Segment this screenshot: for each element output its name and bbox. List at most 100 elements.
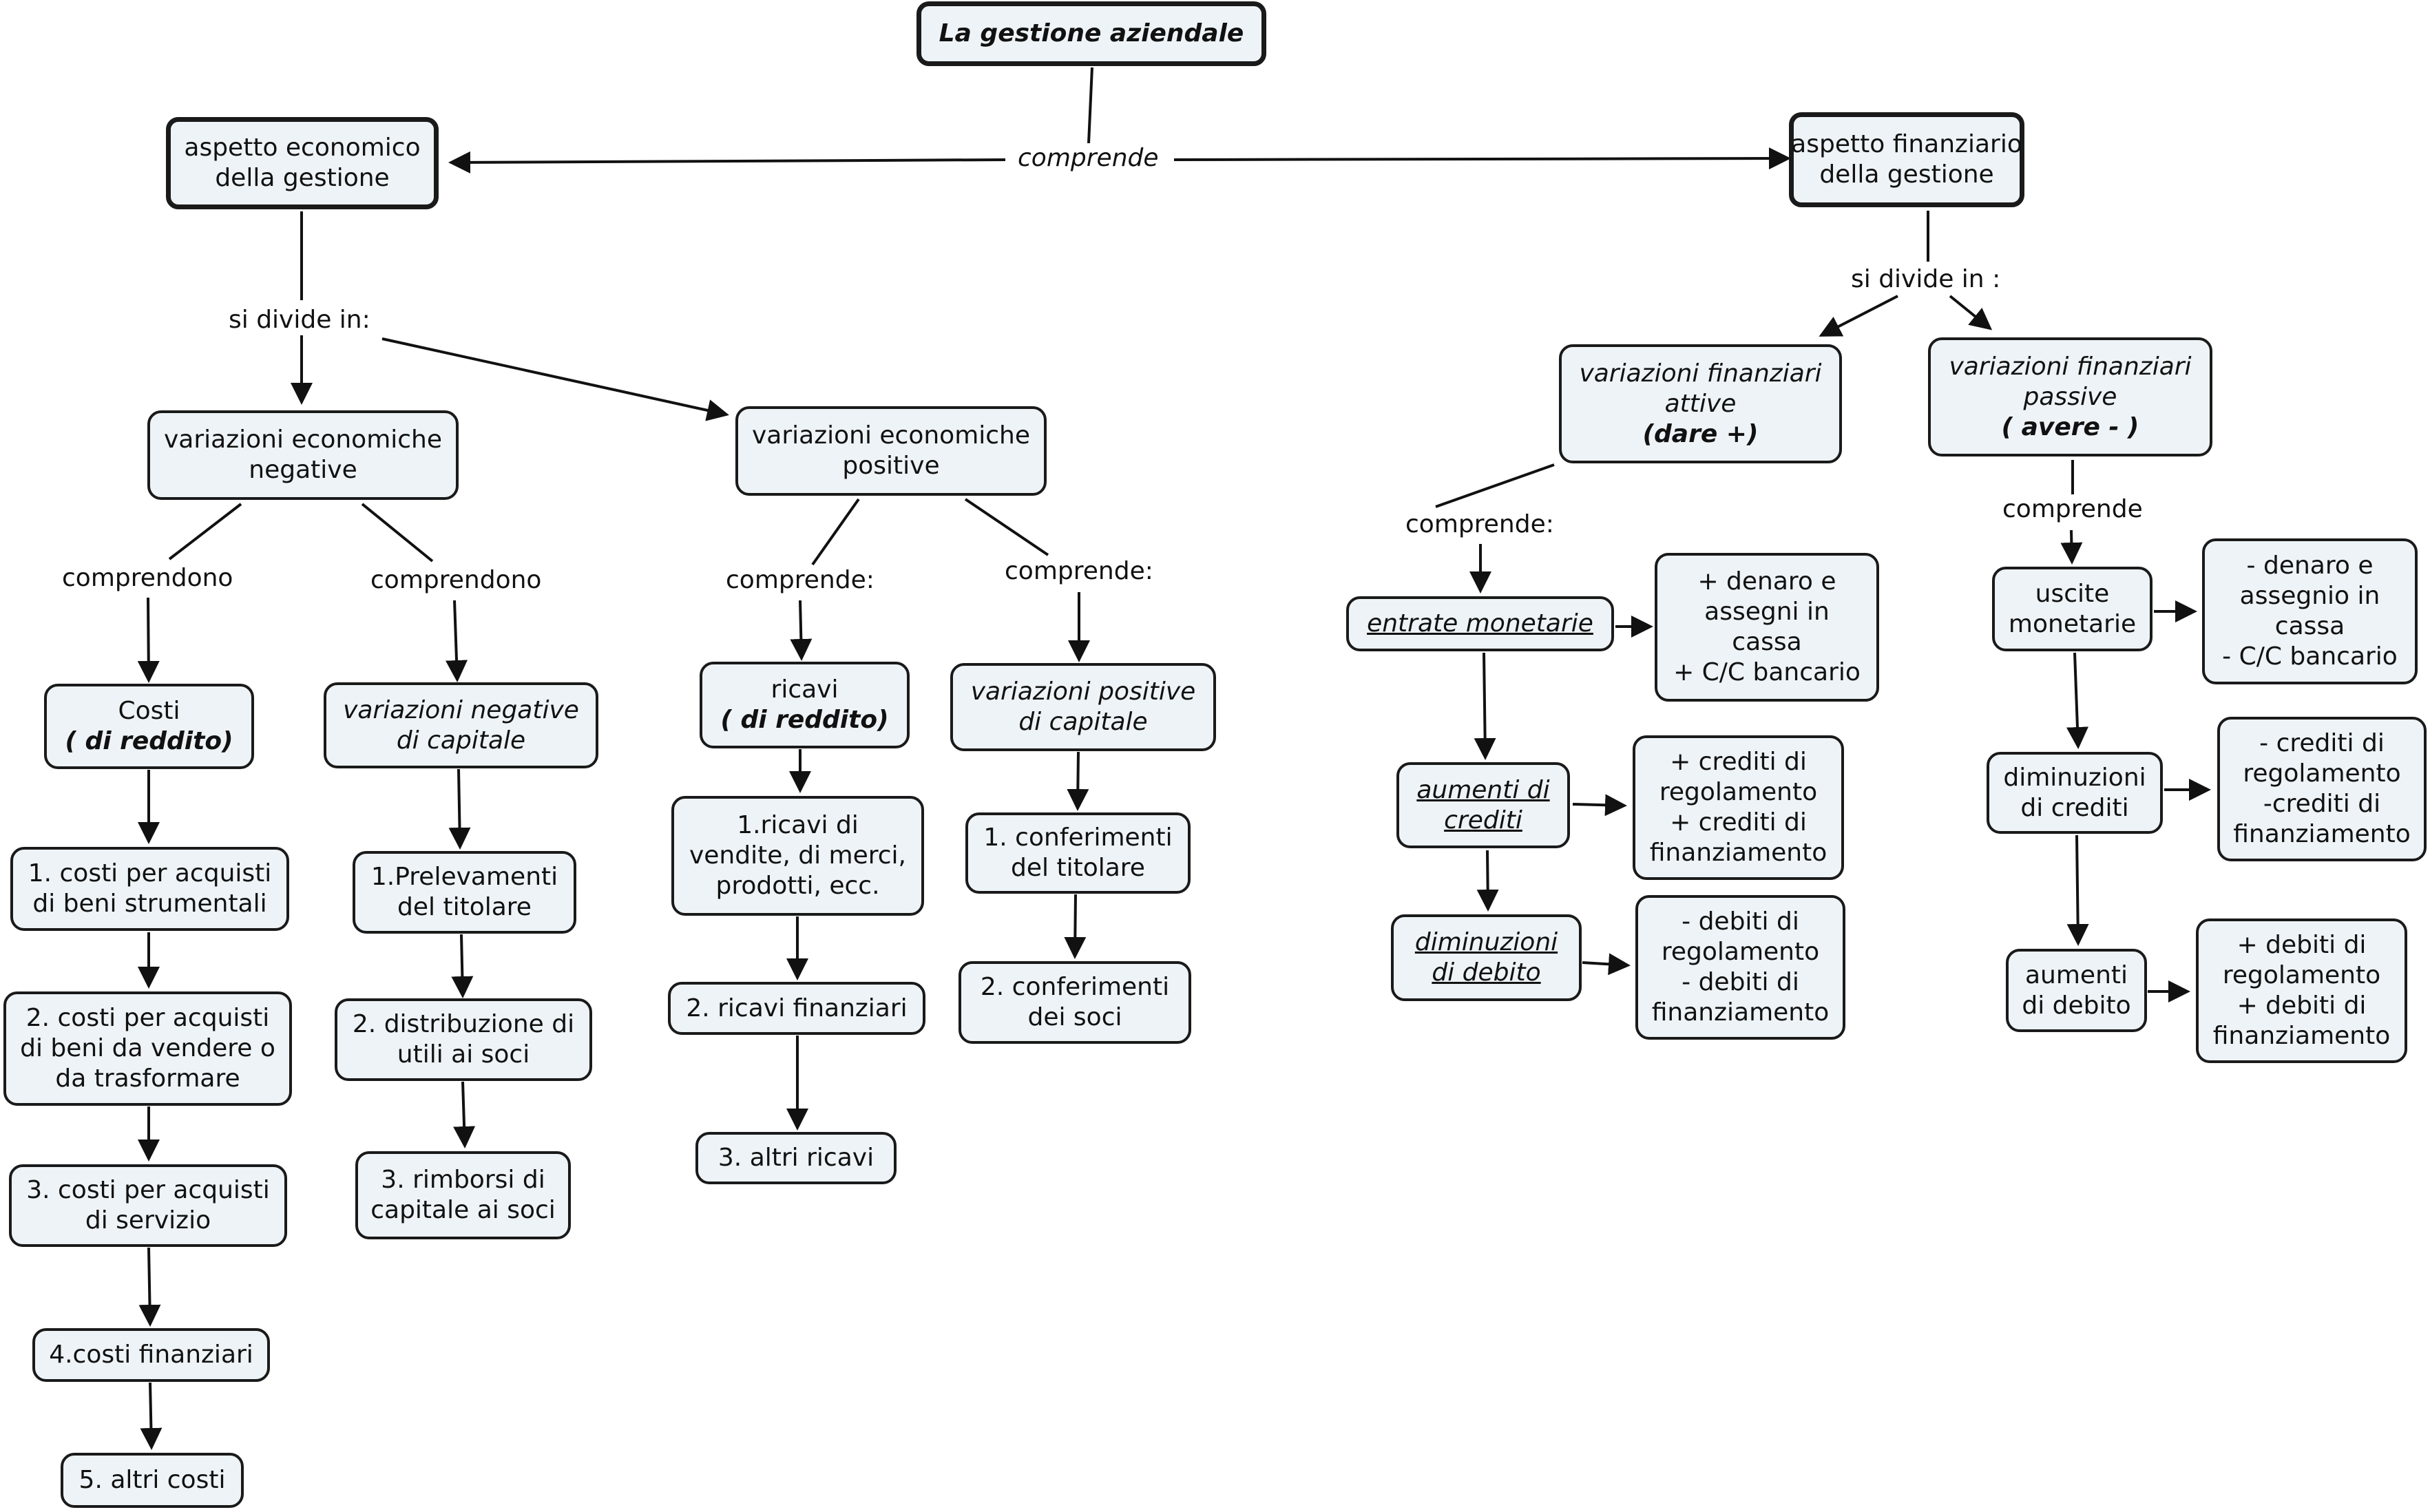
- neg-cap-2-line2: utili ai soci: [397, 1040, 530, 1069]
- edge-varneg-comprendono2: [361, 503, 434, 563]
- diminuzioni-debito-line2: di debito: [1432, 958, 1541, 987]
- edge-comprende-economico: [448, 151, 1006, 174]
- node-uscite-monetarie: uscite monetarie: [1992, 567, 2153, 651]
- dcd-l3: -crediti di: [2263, 790, 2381, 818]
- edge-varpos-comprende1: [811, 498, 860, 566]
- edge-att-comprende: [1435, 463, 1555, 508]
- node-aumenti-crediti-detail: + crediti di regolamento + crediti di fi…: [1633, 735, 1844, 880]
- node-neg-cap-3: 3. rimborsi di capitale ai soci: [355, 1151, 571, 1239]
- node-costi-1: 1. costi per acquisti di beni strumental…: [10, 847, 289, 931]
- vfa-line3: (dare +): [1642, 419, 1759, 448]
- neg-cap-1-line2: del titolare: [397, 893, 532, 921]
- aumenti-debito-line1: aumenti: [2024, 960, 2128, 989]
- node-variazioni-finanziari-attive: variazioni finanziari attive (dare +): [1559, 344, 1842, 463]
- node-costi-4: 4.costi finanziari: [32, 1328, 270, 1382]
- uscite-detail-l2: assegnio in: [2239, 582, 2380, 610]
- node-ricavi: ricavi ( di reddito): [700, 662, 910, 748]
- uscite-detail-l4: - C/C bancario: [2222, 642, 2398, 671]
- acd-l3: + crediti di: [1670, 808, 1807, 837]
- node-aumenti-crediti: aumenti di crediti: [1396, 762, 1570, 848]
- pos-cap-1-line2: del titolare: [1011, 854, 1145, 882]
- node-variazioni-positive-capitale: variazioni positive di capitale: [950, 663, 1216, 751]
- aspetto-finanziario-line2: della gestione: [1819, 160, 1994, 189]
- link-comprende-pos-2: comprende:: [1001, 556, 1158, 587]
- pos-cap-1-line1: 1. conferimenti: [983, 823, 1173, 852]
- acd-l1: + crediti di: [1670, 748, 1807, 776]
- vfp-line3: ( avere - ): [2001, 412, 2139, 441]
- aspetto-economico-line1: aspetto economico: [184, 134, 421, 162]
- edge-vnc-3: [453, 1081, 476, 1148]
- ricavi-1-line2: vendite, di merci,: [689, 841, 907, 870]
- uscite-detail-l1: - denaro e: [2246, 552, 2374, 580]
- vfa-line2: attive: [1664, 389, 1737, 418]
- node-entrate-monetarie: entrate monetarie: [1346, 596, 1614, 651]
- node-aspetto-economico: aspetto economico della gestione: [166, 117, 439, 209]
- ddd-l1: - debiti di: [1682, 907, 1799, 936]
- costi-1-line1: 1. costi per acquisti: [28, 859, 272, 888]
- node-variazioni-economiche-negative: variazioni economiche negative: [147, 410, 459, 500]
- costi-line1: Costi: [118, 697, 180, 725]
- costi-3-line1: 3. costi per acquisti: [26, 1176, 270, 1204]
- edge-root-comprende: [1087, 67, 1093, 144]
- ddd-l3: - debiti di: [1682, 968, 1799, 996]
- edge-vpc-2: [1064, 894, 1087, 959]
- aspetto-finanziario-line1: aspetto finanziario: [1791, 130, 2022, 158]
- node-diminuzioni-crediti: diminuzioni di crediti: [1987, 752, 2163, 834]
- entrate-detail-l1: + denaro e: [1697, 567, 1836, 596]
- root-node: La gestione aziendale: [917, 1, 1266, 66]
- add-l2: regolamento: [2222, 961, 2381, 989]
- vfp-line2: passive: [2023, 382, 2117, 411]
- edge-comprendono1-costi: [137, 597, 160, 683]
- node-entrate-detail: + denaro e assegni in cassa + C/C bancar…: [1655, 553, 1879, 702]
- node-costi-2: 2. costi per acquisti di beni da vendere…: [3, 991, 292, 1106]
- edge-uscite-crediti: [2066, 652, 2088, 749]
- edge-crediti-debito: [1476, 850, 1499, 912]
- entrate-detail-l2: assegni in: [1704, 598, 1830, 626]
- add-l3: + debiti di: [2237, 991, 2367, 1020]
- diminuzioni-debito-line1: diminuzioni: [1414, 928, 1558, 956]
- ddd-l2: regolamento: [1661, 938, 1820, 966]
- aumenti-debito-line2: di debito: [2022, 991, 2131, 1020]
- var-neg-line1: variazioni economiche: [163, 426, 443, 454]
- aspetto-economico-line2: della gestione: [215, 164, 390, 192]
- var-neg-line2: negative: [249, 456, 357, 484]
- vpc-line1: variazioni positive: [970, 678, 1196, 706]
- vnc-line1: variazioni negative: [343, 695, 579, 724]
- link-si-divide-left: si divide in:: [224, 305, 375, 335]
- node-costi-5: 5. altri costi: [61, 1453, 244, 1508]
- costi-line2: ( di reddito): [65, 727, 233, 755]
- node-aspetto-finanziario: aspetto finanziario della gestione: [1789, 112, 2024, 207]
- ricavi-2-line1: 2. ricavi finanziari: [686, 994, 908, 1022]
- edge-comprende-finanziario: [1173, 147, 1791, 170]
- add-l1: + debiti di: [2237, 931, 2367, 959]
- link-comprende: comprende: [1014, 143, 1163, 174]
- node-diminuzioni-crediti-detail: - crediti di regolamento -crediti di fin…: [2217, 717, 2427, 861]
- acd-l4: finanziamento: [1649, 839, 1827, 867]
- node-aumenti-debito-detail: + debiti di regolamento + debiti di fina…: [2196, 918, 2407, 1063]
- node-neg-cap-2: 2. distribuzione di utili ai soci: [335, 998, 592, 1081]
- edge-sidivide-pas: [1949, 295, 1993, 330]
- dcd-l2: regolamento: [2243, 759, 2401, 788]
- vpc-line2: di capitale: [1018, 708, 1148, 736]
- costi-2-line2: di beni da vendere o: [20, 1034, 275, 1062]
- acd-l2: regolamento: [1659, 778, 1818, 806]
- link-comprende-pos-1: comprende:: [722, 565, 879, 596]
- entrate-detail-l3: cassa: [1732, 628, 1802, 656]
- node-uscite-detail: - denaro e assegnio in cassa - C/C banca…: [2202, 538, 2418, 684]
- link-si-divide-right: si divide in :: [1847, 264, 2005, 295]
- pos-cap-2-line1: 2. conferimenti: [980, 973, 1170, 1001]
- edge-costi-5: [140, 1382, 163, 1450]
- neg-cap-1-line1: 1.Prelevamenti: [370, 863, 558, 891]
- diminuzioni-crediti-line2: di crediti: [2020, 793, 2129, 822]
- edge-comprende1-ricavi: [790, 600, 813, 661]
- link-comprende-passive: comprende: [1998, 494, 2147, 525]
- vfp-line1: variazioni finanziari: [1949, 352, 2192, 381]
- node-costi-3: 3. costi per acquisti di servizio: [9, 1164, 287, 1247]
- edge-crediti-debito-pas: [2066, 834, 2089, 946]
- add-l4: finanziamento: [2212, 1022, 2391, 1050]
- uscite-line2: monetarie: [2008, 609, 2137, 638]
- node-variazioni-negative-capitale: variazioni negative di capitale: [324, 682, 598, 768]
- edge-comprendono2-vnc: [446, 600, 468, 682]
- edge-entrate-crediti: [1474, 652, 1496, 760]
